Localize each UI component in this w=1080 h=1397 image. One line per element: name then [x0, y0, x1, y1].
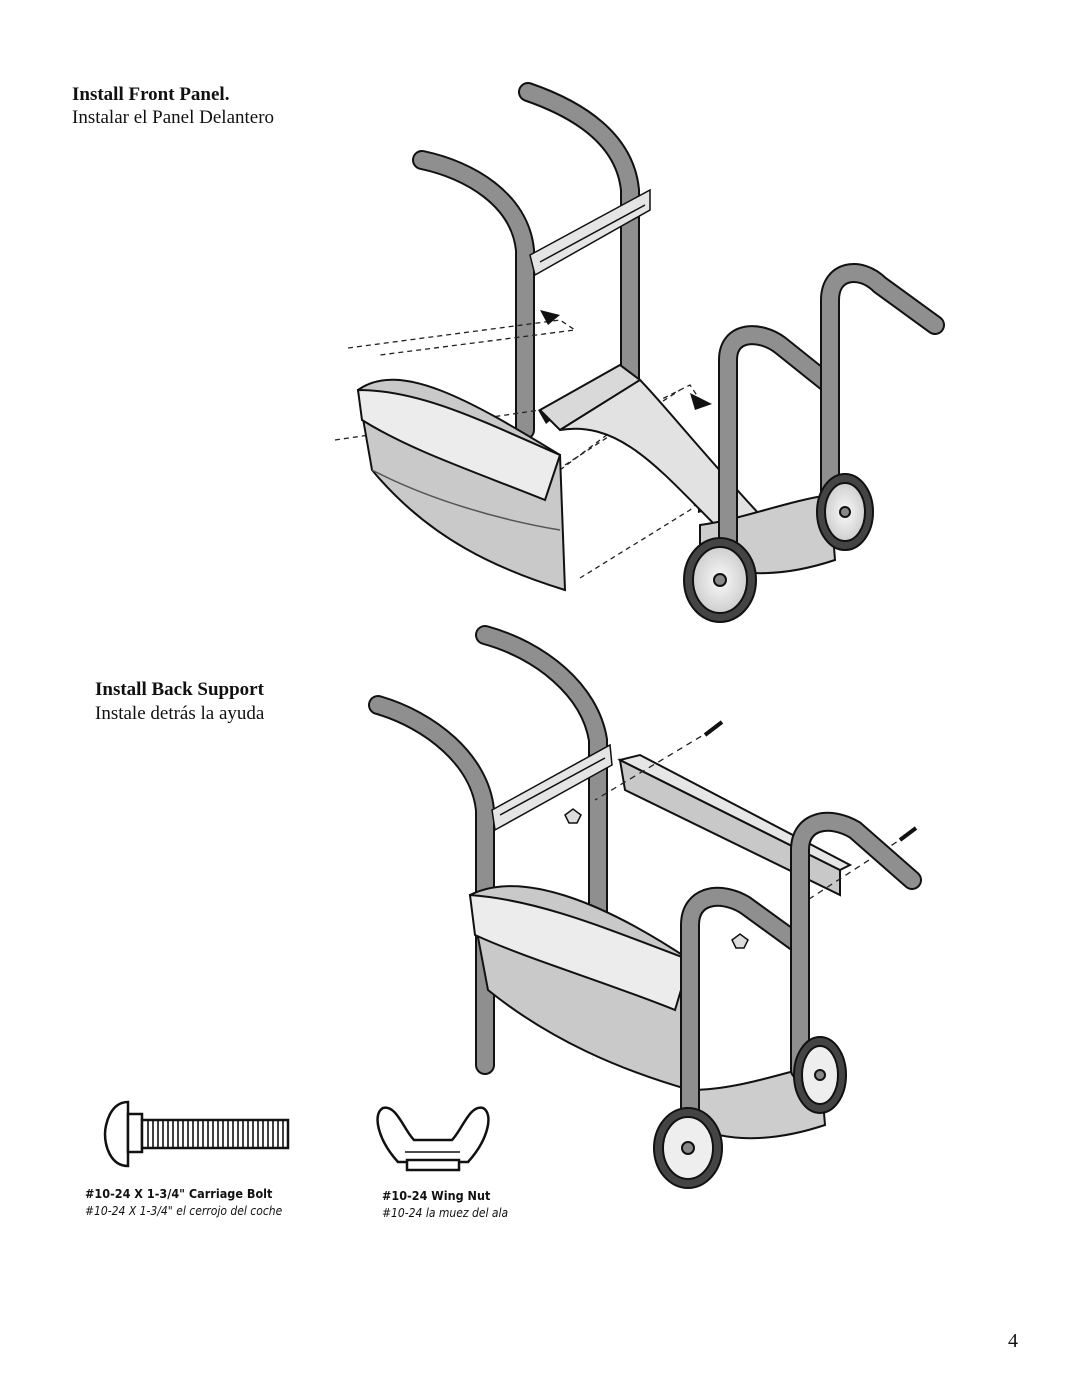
bolt-threads — [147, 1121, 284, 1147]
back-top-bracket — [491, 743, 613, 832]
back-cart-base — [689, 1063, 827, 1140]
back-wheel-rear — [793, 1036, 847, 1114]
small-bolts — [703, 720, 918, 842]
front-panel — [356, 378, 567, 592]
bolt-guides — [594, 724, 916, 906]
right-frame-tubes — [718, 263, 945, 570]
back-wheel-front — [653, 1107, 723, 1189]
bolt-label: #10-24 X 1-3/4" Carriage Bolt — [85, 1186, 273, 1201]
back-left-frame-tubes — [368, 625, 608, 1075]
front-panel-title: Install Front Panel. — [72, 84, 230, 105]
front-panel-subtitle: Instalar el Panel Delantero — [72, 107, 275, 128]
wheel-front — [683, 537, 757, 623]
wing-nut-icon — [376, 1106, 490, 1172]
carriage-bolt-icon — [103, 1100, 290, 1168]
wheel-rear — [816, 473, 874, 551]
back-support-subtitle: Instale detrás la ayuda — [95, 703, 265, 724]
nut-label-es: #10-24 la muez del ala — [382, 1206, 509, 1220]
page-number: 4 — [1008, 1330, 1018, 1352]
back-support-title: Install Back Support — [95, 679, 264, 700]
nut-label: #10-24 Wing Nut — [382, 1188, 491, 1203]
bolt-label-es: #10-24 X 1-3/4" el cerrojo del coche — [85, 1204, 283, 1218]
back-right-frame-tubes — [680, 811, 922, 1130]
top-bracket — [529, 188, 651, 277]
left-frame-tubes — [412, 82, 640, 440]
scene-wing-nuts — [564, 808, 749, 949]
